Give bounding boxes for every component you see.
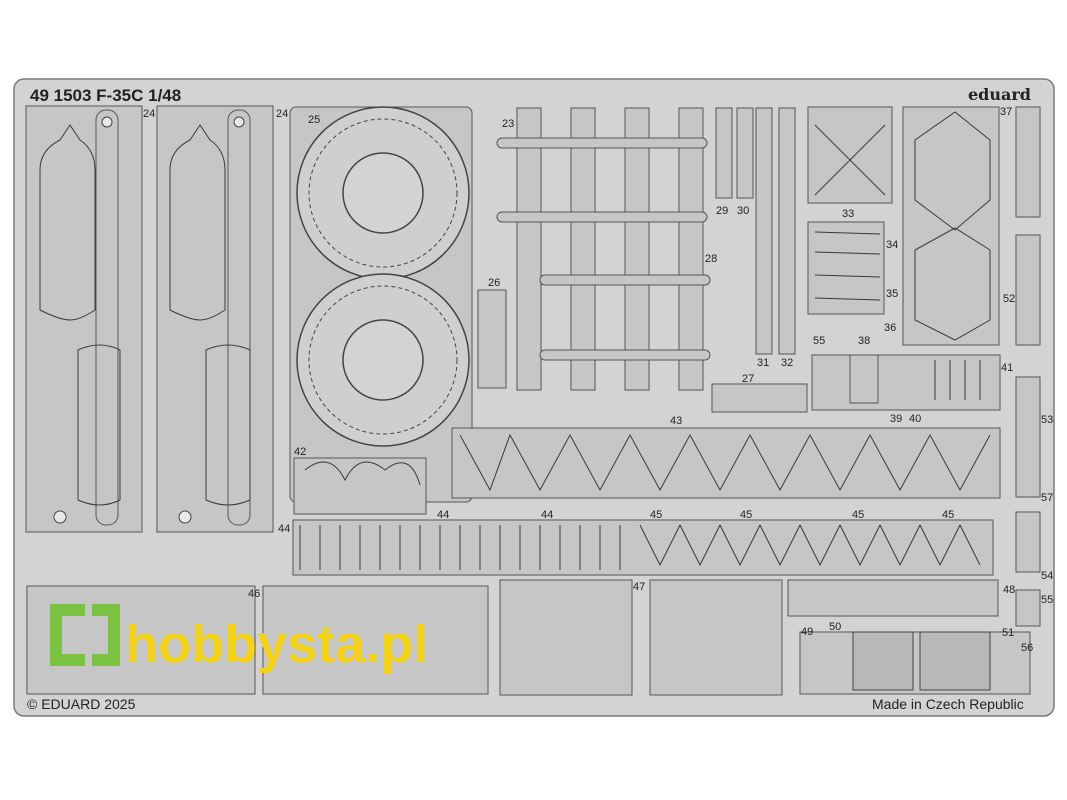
label-24a: 24 [143, 108, 155, 120]
label-34: 34 [886, 239, 898, 251]
part-47-left [499, 579, 633, 696]
part-36-37 [902, 106, 1000, 346]
label-25: 25 [308, 114, 320, 126]
part-43-strip [451, 427, 1001, 499]
part-48 [787, 579, 999, 617]
part-29-32-rails [715, 107, 796, 355]
label-45a: 45 [650, 509, 662, 521]
label-46: 46 [248, 588, 260, 600]
label-27: 27 [742, 373, 754, 385]
label-32: 32 [781, 357, 793, 369]
label-49: 49 [801, 626, 813, 638]
label-51: 51 [1002, 627, 1014, 639]
label-48: 48 [1003, 584, 1015, 596]
part-27 [711, 383, 808, 413]
label-35: 35 [886, 288, 898, 300]
label-47: 47 [633, 581, 645, 593]
part-44-45-row [292, 519, 994, 576]
sheet-title: 49 1503 F-35C 1/48 [30, 86, 181, 105]
part-number-labels: 24 24 25 23 26 27 28 29 30 31 32 33 34 3… [143, 106, 1053, 654]
label-45d: 45 [942, 509, 954, 521]
label-45c: 45 [852, 509, 864, 521]
part-49-51 [799, 631, 1031, 695]
watermark-logo-icon [50, 604, 120, 666]
label-40: 40 [909, 413, 921, 425]
label-41: 41 [1001, 362, 1013, 374]
label-33: 33 [842, 208, 854, 220]
part-26 [477, 289, 507, 389]
label-43: 43 [670, 415, 682, 427]
label-57: 57 [1041, 492, 1053, 504]
label-42: 42 [294, 446, 306, 458]
label-28: 28 [705, 253, 717, 265]
part-23-28-ladder [496, 107, 711, 391]
label-44b: 44 [437, 509, 449, 521]
label-37: 37 [1000, 106, 1012, 118]
label-54: 54 [1041, 570, 1053, 582]
label-29: 29 [716, 205, 728, 217]
watermark: hobbysta.pl [50, 604, 428, 674]
part-33 [807, 106, 893, 204]
watermark-text: hobbysta.pl [125, 614, 428, 674]
label-44a: 44 [278, 523, 290, 535]
part-52-57-tabs [1015, 106, 1041, 627]
part-47-right [649, 579, 783, 696]
origin-text: Made in Czech Republic [872, 696, 1024, 712]
part-46-right [262, 585, 489, 695]
label-44c: 44 [541, 509, 553, 521]
label-53: 53 [1041, 414, 1053, 426]
part-42 [293, 457, 427, 515]
part-38-41 [811, 354, 1001, 411]
label-39: 39 [890, 413, 902, 425]
label-24b: 24 [276, 108, 288, 120]
label-26: 26 [488, 277, 500, 289]
label-50: 50 [829, 621, 841, 633]
label-55a: 55 [813, 335, 825, 347]
part-24-left [25, 105, 143, 533]
label-56: 56 [1021, 642, 1033, 654]
part-24-right [156, 105, 274, 533]
label-55b: 55 [1041, 594, 1053, 606]
copyright-text: © EDUARD 2025 [27, 696, 136, 712]
label-52: 52 [1003, 293, 1015, 305]
label-31: 31 [757, 357, 769, 369]
label-30: 30 [737, 205, 749, 217]
label-45b: 45 [740, 509, 752, 521]
brand-logo: eduard [968, 85, 1031, 104]
part-25-fan-lower [296, 273, 470, 447]
label-38: 38 [858, 335, 870, 347]
label-36: 36 [884, 322, 896, 334]
part-34-35 [807, 221, 885, 315]
label-23: 23 [502, 118, 514, 130]
